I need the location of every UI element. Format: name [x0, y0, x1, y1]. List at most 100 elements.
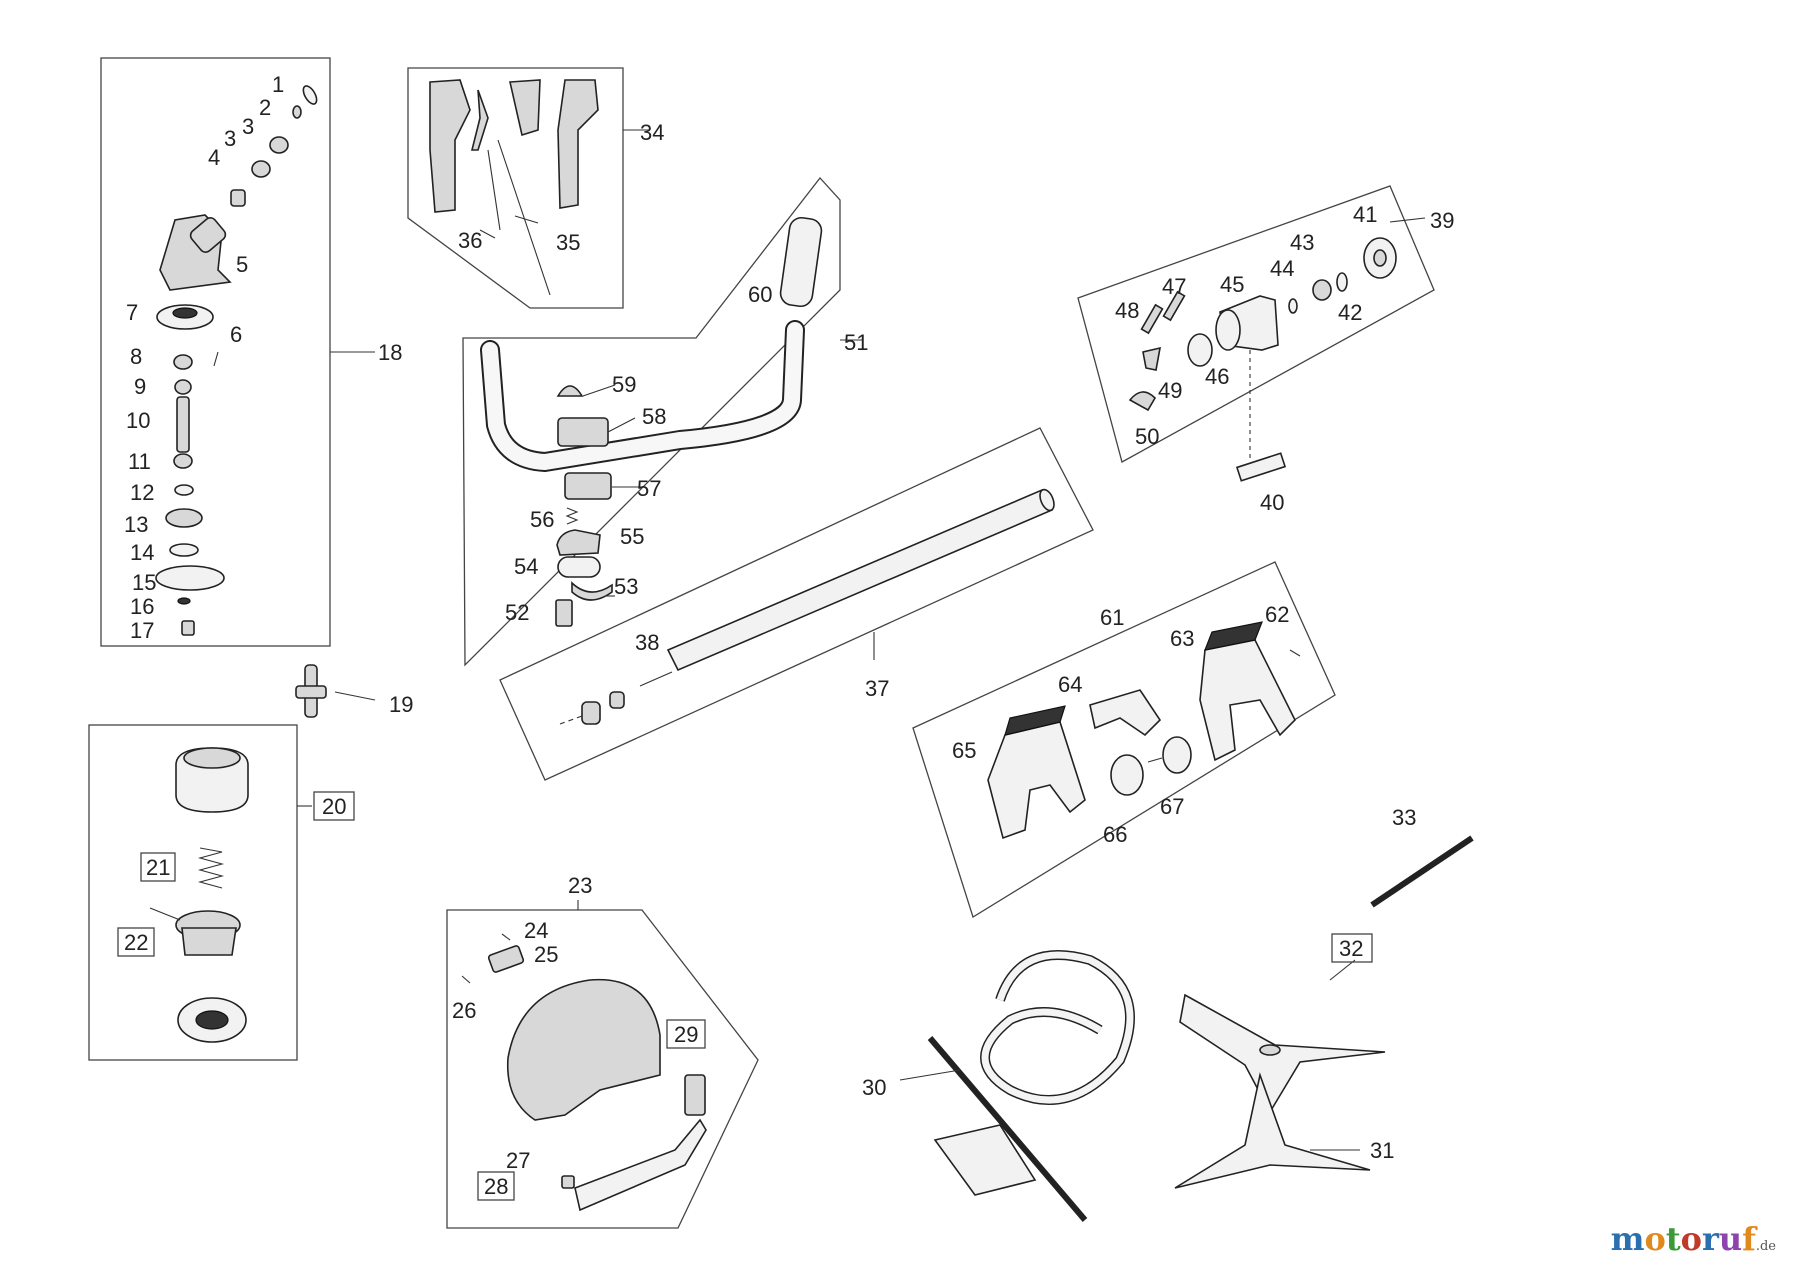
- shaft-clamp-parts: [987, 621, 1301, 840]
- group-box-trimmer-head: [88, 724, 298, 1061]
- label-part-15: 15: [132, 570, 156, 595]
- label-part-52: 52: [505, 600, 529, 625]
- base-plate-center: [195, 1010, 229, 1030]
- label-part-37: 37: [865, 676, 889, 701]
- cap-part: [1128, 391, 1157, 412]
- label-part-32: 32: [1339, 936, 1363, 961]
- guard-part: [506, 978, 661, 1121]
- label-part-24: 24: [524, 918, 548, 943]
- nut-part: [177, 597, 191, 605]
- label-part-48: 48: [1115, 298, 1139, 323]
- label-part-55: 55: [620, 524, 644, 549]
- label-box-32: [1331, 933, 1373, 963]
- shaft-axis-line: [559, 715, 583, 725]
- label-part-1: 1: [272, 72, 284, 97]
- trimmer-head-parts: [149, 747, 249, 1043]
- label-part-47: 47: [1162, 274, 1186, 299]
- handle-half-right: [557, 79, 599, 209]
- group-box-handle-controls: [407, 67, 624, 309]
- shaft-parts: [559, 488, 1055, 725]
- label-part-36: 36: [458, 228, 482, 253]
- label-part-63: 63: [1170, 626, 1194, 651]
- group-box-guard: [446, 909, 759, 1229]
- label-part-66: 66: [1103, 822, 1127, 847]
- label-part-7: 7: [126, 300, 138, 325]
- group-box-handlebar: [462, 176, 841, 667]
- screw-part: [213, 351, 219, 367]
- spool-housing-body: [181, 927, 237, 956]
- label-box-28: [477, 1171, 515, 1201]
- knob-part: [556, 385, 584, 397]
- label-part-49: 49: [1158, 378, 1182, 403]
- label-box-22: [117, 927, 155, 957]
- pressure-plate-part: [155, 565, 225, 591]
- blade-tri-arc-part: [1174, 1072, 1371, 1189]
- label-part-26: 26: [452, 998, 476, 1023]
- clamp-upper-part: [557, 417, 609, 447]
- label-part-54: 54: [514, 554, 538, 579]
- clutch-drum-center: [1373, 249, 1387, 267]
- label-part-25: 25: [534, 942, 558, 967]
- screw-part: [501, 933, 511, 941]
- group-box-shaft: [499, 427, 1094, 781]
- shaft-tube-end: [1039, 488, 1055, 512]
- clamp-lower-part: [564, 472, 612, 500]
- label-part-39: 39: [1430, 208, 1454, 233]
- label-part-14: 14: [130, 540, 154, 565]
- throttle-spring-part: [487, 149, 501, 231]
- label-part-4: 4: [208, 145, 220, 170]
- handle-half-middle: [509, 79, 541, 137]
- watermark-letter: f: [1742, 1220, 1756, 1258]
- spring-strip-part: [1162, 290, 1186, 322]
- harness-rod-part: [927, 1036, 1088, 1222]
- screw-part: [461, 975, 471, 984]
- harness-strap-inner: [981, 951, 1134, 1104]
- label-part-12: 12: [130, 480, 154, 505]
- circlip-part: [302, 85, 318, 105]
- label-box-29: [666, 1019, 706, 1049]
- spindle-part: [176, 396, 190, 453]
- bearing-cover-center: [172, 307, 198, 319]
- leader-lines: [297, 129, 1426, 1151]
- blade-hole: [1259, 1044, 1281, 1056]
- grip-part: [779, 216, 823, 308]
- label-part-5: 5: [236, 252, 248, 277]
- label-part-64: 64: [1058, 672, 1082, 697]
- watermark-suffix: .de: [1755, 1239, 1776, 1254]
- washer-part: [292, 105, 302, 119]
- bushing-part: [557, 556, 601, 578]
- label-part-8: 8: [130, 344, 142, 369]
- pinion-part: [230, 189, 246, 207]
- label-part-57: 57: [637, 476, 661, 501]
- nut-part: [561, 1175, 575, 1189]
- label-part-3b: 3: [224, 126, 236, 151]
- clamp-bracket-front-top: [1004, 705, 1066, 736]
- label-part-40: 40: [1260, 490, 1284, 515]
- label-plate-part: [1235, 452, 1287, 482]
- watermark-letter: o: [1680, 1220, 1702, 1258]
- handle-half-left: [429, 79, 471, 213]
- watermark-letter: u: [1718, 1220, 1743, 1258]
- label-part-27: 27: [506, 1148, 530, 1173]
- label-part-6: 6: [230, 322, 242, 347]
- spring-part: [565, 507, 579, 525]
- clamp-plate-part: [1089, 689, 1162, 737]
- guard-parts: [461, 933, 707, 1212]
- handlebar-tube-inner: [482, 322, 803, 471]
- watermark-logo: motoruf: [1611, 1220, 1756, 1258]
- label-box-20: [313, 791, 355, 821]
- throttle-rod-part: [497, 139, 551, 296]
- clamp-base-part: [556, 529, 601, 556]
- blade-holder-part: [487, 945, 525, 973]
- spring-part: [197, 847, 225, 889]
- accessory-parts: [927, 835, 1474, 1222]
- blade-three-tooth-part: [1179, 993, 1386, 1114]
- label-part-33: 33: [1392, 805, 1416, 830]
- circlip-part: [174, 484, 194, 496]
- part-number-labels: 1 2 3 3 4 5 6 7 8 9 10 11 12 13 14 15 16…: [117, 72, 1454, 1201]
- bearing-part: [269, 136, 289, 154]
- label-part-58: 58: [642, 404, 666, 429]
- label-part-28: 28: [484, 1174, 508, 1199]
- bearing-part: [173, 354, 193, 370]
